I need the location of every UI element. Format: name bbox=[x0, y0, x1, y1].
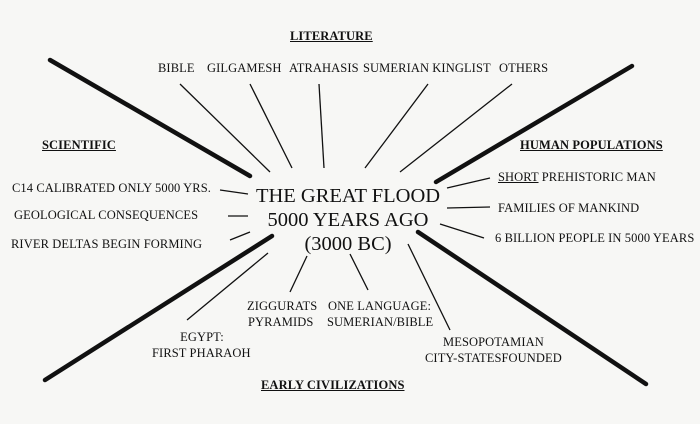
heading-human-populations: HUMAN POPULATIONS bbox=[520, 138, 663, 152]
civ-item-egypt-2: FIRST PHARAOH bbox=[152, 346, 251, 360]
connector-kinglist bbox=[364, 83, 429, 169]
center-title: THE GREAT FLOOD 5000 YEARS AGO (3000 BC) bbox=[250, 184, 446, 256]
short-word: SHORT bbox=[498, 170, 539, 184]
literature-item-sumerian-kinglist: SUMERIAN KINGLIST bbox=[363, 61, 491, 75]
connector-short bbox=[446, 177, 491, 189]
connector-others bbox=[399, 83, 513, 173]
scientific-item-deltas: RIVER DELTAS BEGIN FORMING bbox=[11, 237, 203, 251]
connector-bible bbox=[179, 83, 271, 173]
connector-atrahasis bbox=[318, 83, 325, 169]
connector-language bbox=[349, 253, 369, 291]
connector-mesopotamian bbox=[407, 243, 451, 331]
civ-item-mesopotamian: MESOPOTAMIAN bbox=[443, 335, 544, 349]
literature-item-bible: BIBLE bbox=[158, 61, 195, 75]
connector-families bbox=[446, 206, 491, 209]
divider-bottom-right bbox=[415, 229, 649, 387]
connector-egypt bbox=[186, 252, 269, 321]
connector-billion bbox=[439, 223, 485, 239]
civ-item-city-states: CITY-STATESFOUNDED bbox=[425, 351, 562, 365]
population-item-families: FAMILIES OF MANKIND bbox=[498, 201, 640, 215]
divider-top-left bbox=[47, 57, 253, 179]
heading-early-civilizations: EARLY CIVILIZATIONS bbox=[261, 378, 405, 392]
civ-item-pyramids: PYRAMIDS bbox=[248, 315, 314, 329]
civ-item-ziggurats: ZIGGURATS bbox=[247, 299, 318, 313]
scientific-item-geological: GEOLOGICAL CONSEQUENCES bbox=[14, 208, 199, 222]
divider-bottom-left bbox=[42, 233, 275, 383]
connector-gilgamesh bbox=[249, 83, 293, 169]
center-line-3: (3000 BC) bbox=[304, 233, 392, 255]
population-item-short-man: SHORT PREHISTORIC MAN bbox=[498, 171, 656, 184]
center-line-1: THE GREAT FLOOD bbox=[255, 185, 441, 207]
civ-item-sumerian-bible: SUMERIAN/BIBLE bbox=[327, 315, 434, 329]
literature-item-others: OTHERS bbox=[499, 61, 549, 75]
literature-item-atrahasis: ATRAHASIS bbox=[289, 61, 359, 75]
civ-item-egypt-1: EGYPT: bbox=[180, 330, 224, 344]
civ-item-one-language: ONE LANGUAGE: bbox=[328, 299, 432, 313]
connector-c14 bbox=[219, 189, 249, 195]
connector-ziggurats bbox=[289, 255, 308, 293]
population-item-billion: 6 BILLION PEOPLE IN 5000 YEARS bbox=[495, 231, 695, 245]
scientific-item-c14: C14 CALIBRATED ONLY 5000 YRS. bbox=[12, 181, 211, 195]
divider-top-right bbox=[433, 63, 635, 185]
literature-item-gilgamesh: GILGAMESH bbox=[207, 61, 282, 75]
heading-scientific: SCIENTIFIC bbox=[42, 138, 116, 152]
heading-literature: LITERATURE bbox=[290, 29, 373, 43]
center-line-2: 5000 YEARS AGO bbox=[267, 209, 429, 231]
short-rest: PREHISTORIC MAN bbox=[538, 170, 656, 184]
connector-deltas bbox=[229, 231, 251, 241]
